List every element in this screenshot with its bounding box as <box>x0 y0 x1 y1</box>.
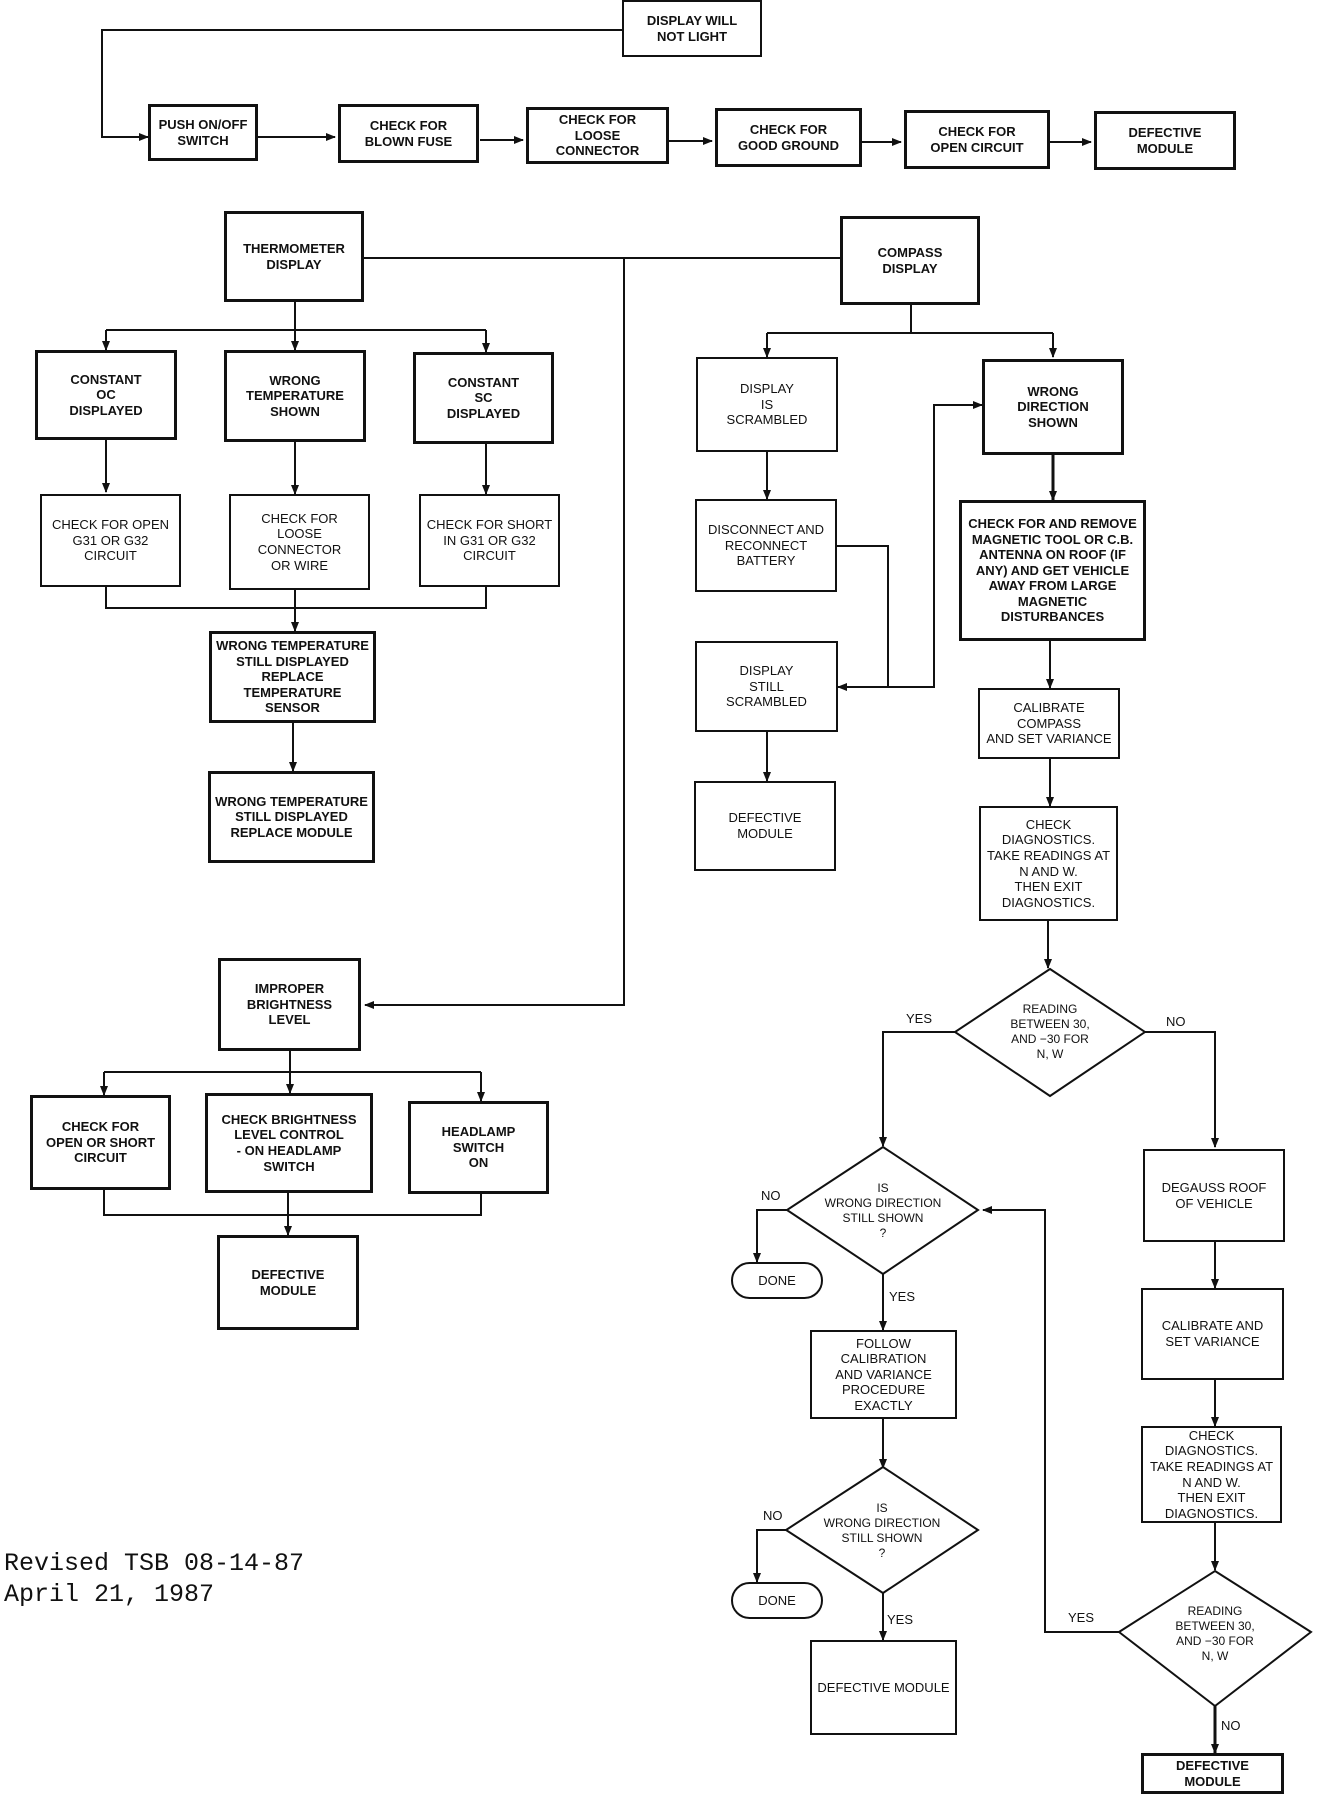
headlamp-switch-on-box: HEADLAMP SWITCH ON <box>408 1101 549 1194</box>
no-label-decision-4: NO <box>1221 1718 1241 1733</box>
check-brightness-control-box: CHECK BRIGHTNESS LEVEL CONTROL - ON HEAD… <box>205 1093 373 1193</box>
done-terminal-1: DONE <box>731 1262 823 1299</box>
yes-label-decision-3: YES <box>887 1612 914 1627</box>
check-magnetic-disturbances-box: CHECK FOR AND REMOVE MAGNETIC TOOL OR C.… <box>959 500 1146 641</box>
check-good-ground-box: CHECK FOR GOOD GROUND <box>715 108 862 167</box>
calibrate-compass-box: CALIBRATE COMPASS AND SET VARIANCE <box>978 688 1120 759</box>
wrong-direction-still-1-text: IS WRONG DIRECTION STILL SHOWN ? <box>824 1181 942 1240</box>
no-label-decision-2: NO <box>761 1188 781 1203</box>
check-diagnostics-2-box: CHECK DIAGNOSTICS. TAKE READINGS AT N AN… <box>1141 1426 1282 1523</box>
improper-brightness-level-box: IMPROPER BRIGHTNESS LEVEL <box>218 958 361 1051</box>
yes-label-decision-2: YES <box>889 1289 916 1304</box>
wrong-direction-still-2-text: IS WRONG DIRECTION STILL SHOWN ? <box>823 1501 941 1560</box>
display-will-not-light-box: DISPLAY WILL NOT LIGHT <box>622 0 762 57</box>
defective-module-compass-box: DEFECTIVE MODULE <box>694 781 836 871</box>
display-is-scrambled-box: DISPLAY IS SCRAMBLED <box>696 357 838 452</box>
compass-display-box: COMPASS DISPLAY <box>840 216 980 305</box>
check-short-g31-box: CHECK FOR SHORT IN G31 OR G32 CIRCUIT <box>419 494 560 587</box>
calibrate-set-variance-box: CALIBRATE AND SET VARIANCE <box>1141 1288 1284 1380</box>
defective-module-top-box: DEFECTIVE MODULE <box>1094 111 1236 170</box>
check-diagnostics-1-box: CHECK DIAGNOSTICS. TAKE READINGS AT N AN… <box>979 806 1118 921</box>
done-terminal-2: DONE <box>731 1582 823 1619</box>
reading-between-1-text: READING BETWEEN 30, AND −30 FOR N, W <box>1010 1002 1090 1061</box>
degauss-roof-box: DEGAUSS ROOF OF VEHICLE <box>1143 1149 1285 1242</box>
follow-calibration-box: FOLLOW CALIBRATION AND VARIANCE PROCEDUR… <box>810 1330 957 1419</box>
check-open-circuit-box: CHECK FOR OPEN CIRCUIT <box>904 110 1050 169</box>
defective-module-final-box: DEFECTIVE MODULE <box>810 1640 957 1735</box>
defective-module-bottom-box: DEFECTIVE MODULE <box>1141 1753 1284 1794</box>
thermometer-display-box: THERMOMETER DISPLAY <box>224 211 364 302</box>
revision-line-2: April 21, 1987 <box>4 1580 215 1610</box>
reading-between-decision-2 <box>1117 1569 1313 1708</box>
check-open-short-circuit-box: CHECK FOR OPEN OR SHORT CIRCUIT <box>30 1095 171 1190</box>
no-label-decision-1: NO <box>1166 1014 1186 1029</box>
no-label-decision-3: NO <box>763 1508 783 1523</box>
check-blown-fuse-box: CHECK FOR BLOWN FUSE <box>338 104 479 163</box>
wrong-temperature-shown-box: WRONG TEMPERATURE SHOWN <box>224 350 366 442</box>
check-loose-connector-wire-box: CHECK FOR LOOSE CONNECTOR OR WIRE <box>229 494 370 590</box>
wrong-direction-shown-box: WRONG DIRECTION SHOWN <box>982 359 1124 455</box>
revision-line-1: Revised TSB 08-14-87 <box>4 1549 305 1578</box>
wrong-direction-decision-1 <box>785 1145 980 1276</box>
check-open-g31-box: CHECK FOR OPEN G31 OR G32 CIRCUIT <box>40 494 181 587</box>
revision-note: Revised TSB 08-14-87 April 21, 1987 <box>4 1548 304 1611</box>
replace-module-box: WRONG TEMPERATURE STILL DISPLAYED REPLAC… <box>208 771 375 863</box>
reading-between-decision-1 <box>953 967 1147 1098</box>
push-on-off-switch-box: PUSH ON/OFF SWITCH <box>148 104 258 161</box>
display-still-scrambled-box: DISPLAY STILL SCRAMBLED <box>695 641 838 732</box>
replace-temperature-sensor-box: WRONG TEMPERATURE STILL DISPLAYED REPLAC… <box>209 631 376 723</box>
constant-oc-displayed-box: CONSTANT OC DISPLAYED <box>35 350 177 440</box>
reading-between-2-text: READING BETWEEN 30, AND −30 FOR N, W <box>1175 1604 1255 1663</box>
yes-label-decision-4: YES <box>1068 1610 1095 1625</box>
check-loose-connector-box: CHECK FOR LOOSE CONNECTOR <box>526 107 669 164</box>
defective-module-brightness-box: DEFECTIVE MODULE <box>217 1235 359 1330</box>
yes-label-decision-1: YES <box>906 1011 933 1026</box>
wrong-direction-decision-2 <box>784 1465 980 1595</box>
disconnect-reconnect-battery-box: DISCONNECT AND RECONNECT BATTERY <box>695 499 837 592</box>
constant-sc-displayed-box: CONSTANT SC DISPLAYED <box>413 352 554 444</box>
